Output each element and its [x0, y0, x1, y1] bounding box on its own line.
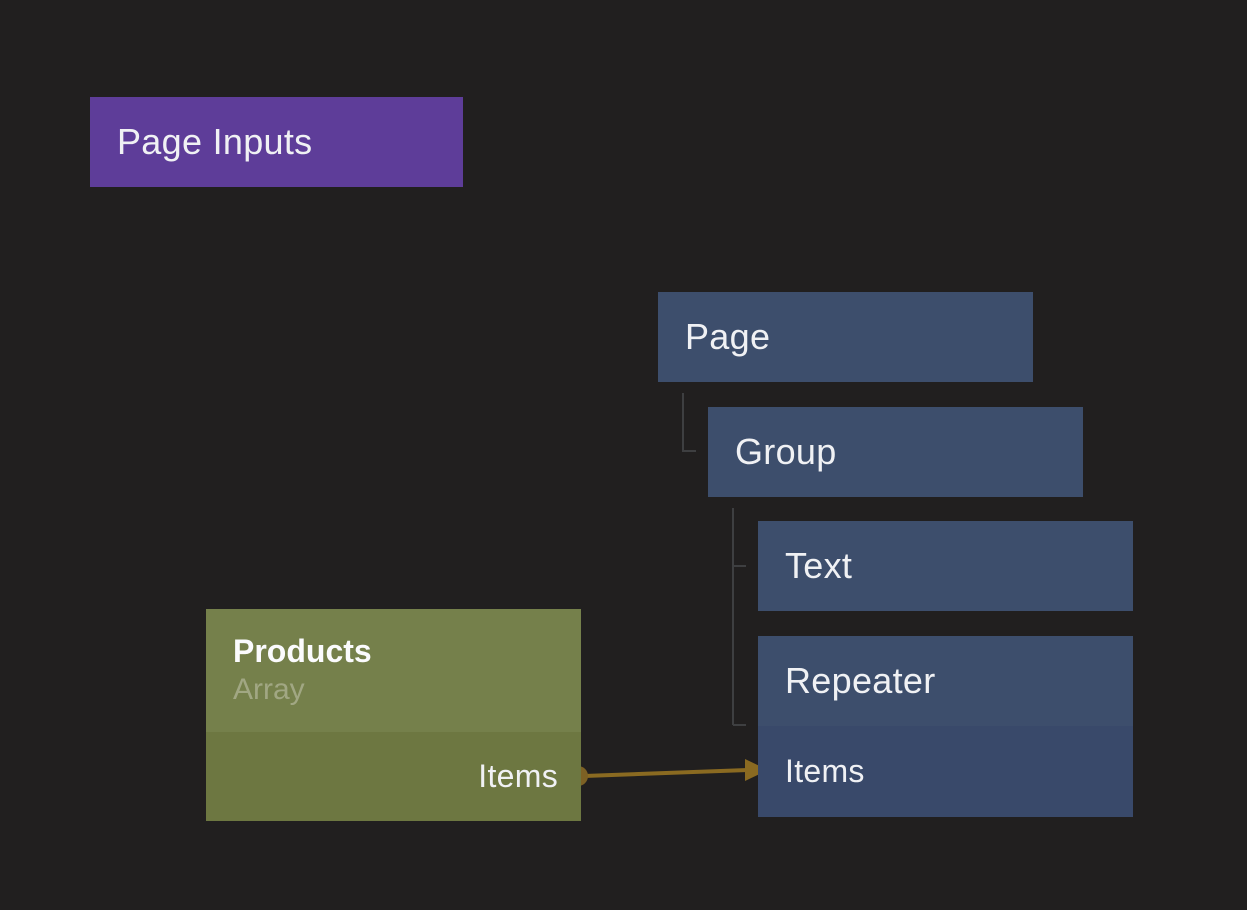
arrowhead-icon [745, 759, 768, 781]
node-products[interactable]: Products Array Items [206, 609, 581, 821]
node-header: Group [708, 407, 1083, 497]
node-group-title: Group [735, 431, 837, 472]
connection-products-items-to-repeater-items[interactable] [568, 759, 768, 786]
connection-wire[interactable] [583, 768, 749, 778]
node-page-inputs[interactable]: Page Inputs [90, 97, 463, 187]
node-text[interactable]: Text [758, 521, 1133, 611]
node-page-title: Page [685, 316, 771, 357]
node-header: Page [658, 292, 1033, 382]
node-page-inputs-title: Page Inputs [117, 121, 313, 162]
tree-connector-group-to-children [732, 508, 746, 726]
node-text-title: Text [785, 545, 853, 586]
node-header: Text [758, 521, 1133, 611]
node-group[interactable]: Group [708, 407, 1083, 497]
products-items-output-label: Items [478, 758, 558, 794]
node-products-output-row[interactable]: Items [206, 732, 581, 821]
repeater-items-input-label: Items [785, 753, 865, 789]
node-header: Repeater [758, 636, 1133, 726]
node-header: Page Inputs [90, 97, 463, 187]
node-header: Products Array [206, 609, 581, 732]
node-products-title: Products [233, 633, 372, 669]
tree-connector-page-to-group [682, 393, 696, 452]
node-products-type-label: Array [233, 673, 305, 706]
node-repeater-title: Repeater [785, 660, 936, 701]
node-page[interactable]: Page [658, 292, 1033, 382]
node-repeater-input-row[interactable]: Items [758, 726, 1133, 817]
node-repeater[interactable]: Repeater Items [758, 636, 1133, 817]
